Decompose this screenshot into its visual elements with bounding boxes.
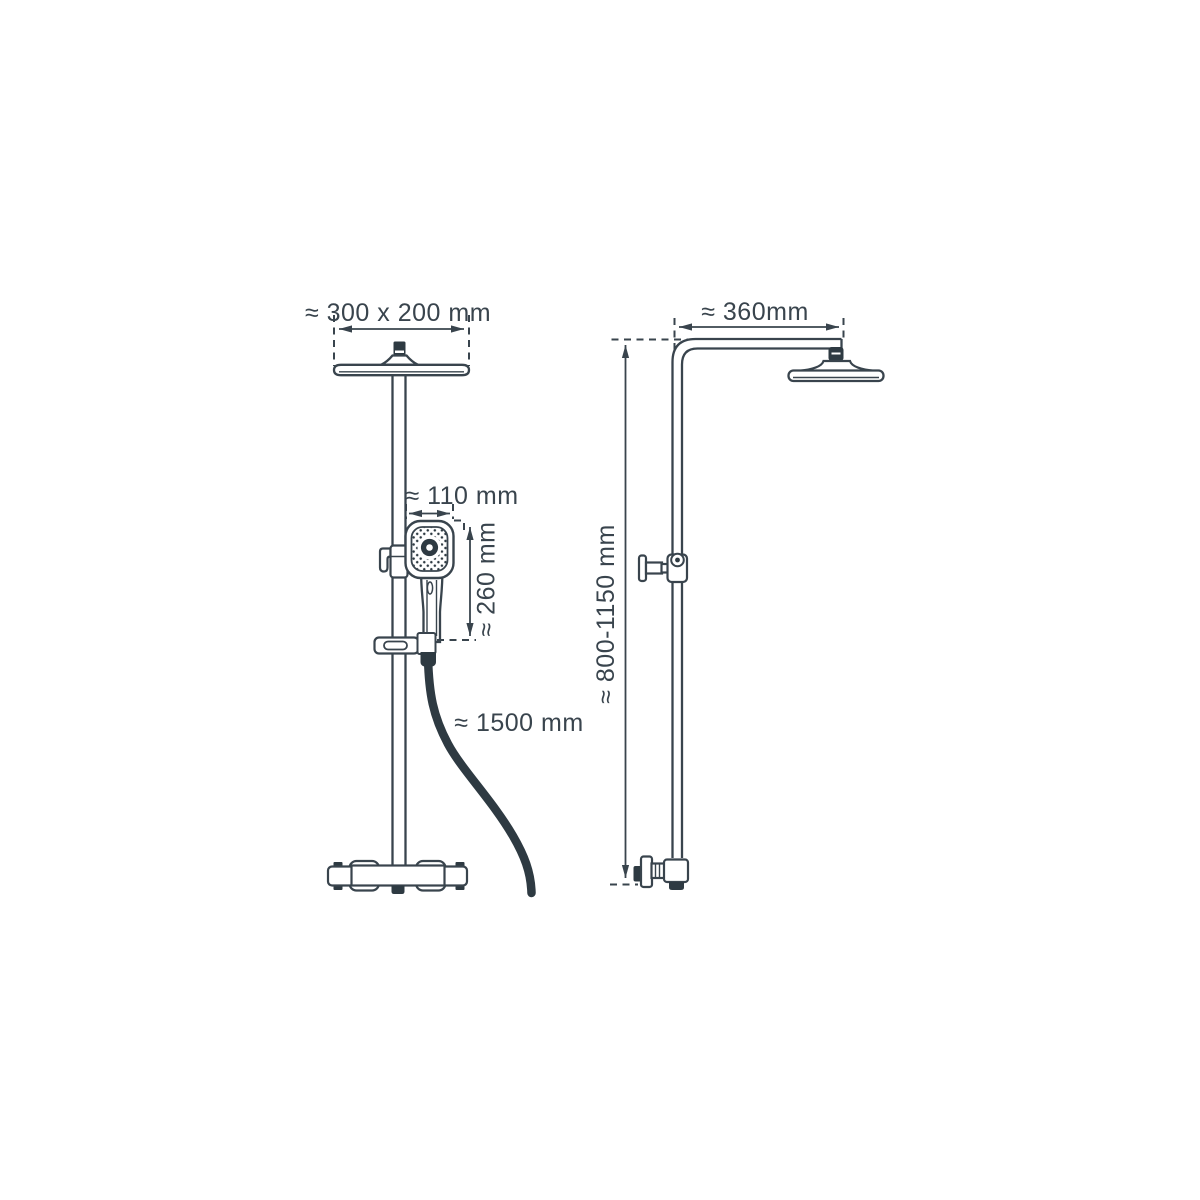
thermostat-front <box>326 859 469 894</box>
overhead-shower-side <box>787 347 885 383</box>
dim-arm-label: ≈ 360mm <box>701 298 809 326</box>
thermostat-side <box>633 855 690 890</box>
dim-overhead-shower: ≈ 300 x 200 mm <box>305 299 491 366</box>
hand-shower-holder <box>378 544 409 579</box>
dim-bar-height-label: ≈ 800-1150 mm <box>592 524 620 704</box>
shower-hose <box>423 653 536 898</box>
dim-hand-shower-length: ≈ 260 mm <box>437 519 501 641</box>
hook <box>378 547 392 573</box>
riser-pipe-front <box>391 370 407 867</box>
dim-arm-length: ≈ 360mm <box>673 298 845 362</box>
dim-hand-shower-width: ≈ 110 mm <box>405 482 518 519</box>
head-plate <box>787 369 885 383</box>
overhead-shower-front <box>332 341 471 377</box>
dim-hand-length-label: ≈ 260 mm <box>473 522 501 637</box>
head-dome <box>798 359 875 372</box>
hose-nut <box>420 652 436 667</box>
head-plate <box>332 363 471 377</box>
hand-shower <box>404 519 455 667</box>
dim-overhead-label: ≈ 300 x 200 mm <box>305 299 491 327</box>
valve-spout <box>669 882 684 890</box>
handle-end <box>416 632 437 655</box>
spout <box>391 885 405 894</box>
dim-bar-height: ≈ 800-1150 mm <box>592 338 699 886</box>
slider-bar <box>373 636 420 655</box>
riser-pipe-side <box>671 337 843 858</box>
dim-hand-width-label: ≈ 110 mm <box>405 482 518 510</box>
front-view: ≈ 300 x 200 mm <box>305 299 583 898</box>
side-view: ≈ 360mm ≈ 800-1150 mm <box>592 298 885 890</box>
mode-button <box>426 581 434 595</box>
dim-hose-label: ≈ 1500 mm <box>454 709 583 737</box>
valve-body <box>662 858 690 884</box>
wall-bracket <box>637 552 689 584</box>
head-dome <box>380 354 419 366</box>
ball-joint <box>393 341 406 356</box>
left-cap <box>326 865 356 887</box>
valve-flange <box>639 855 654 889</box>
mixer-body <box>350 864 446 887</box>
